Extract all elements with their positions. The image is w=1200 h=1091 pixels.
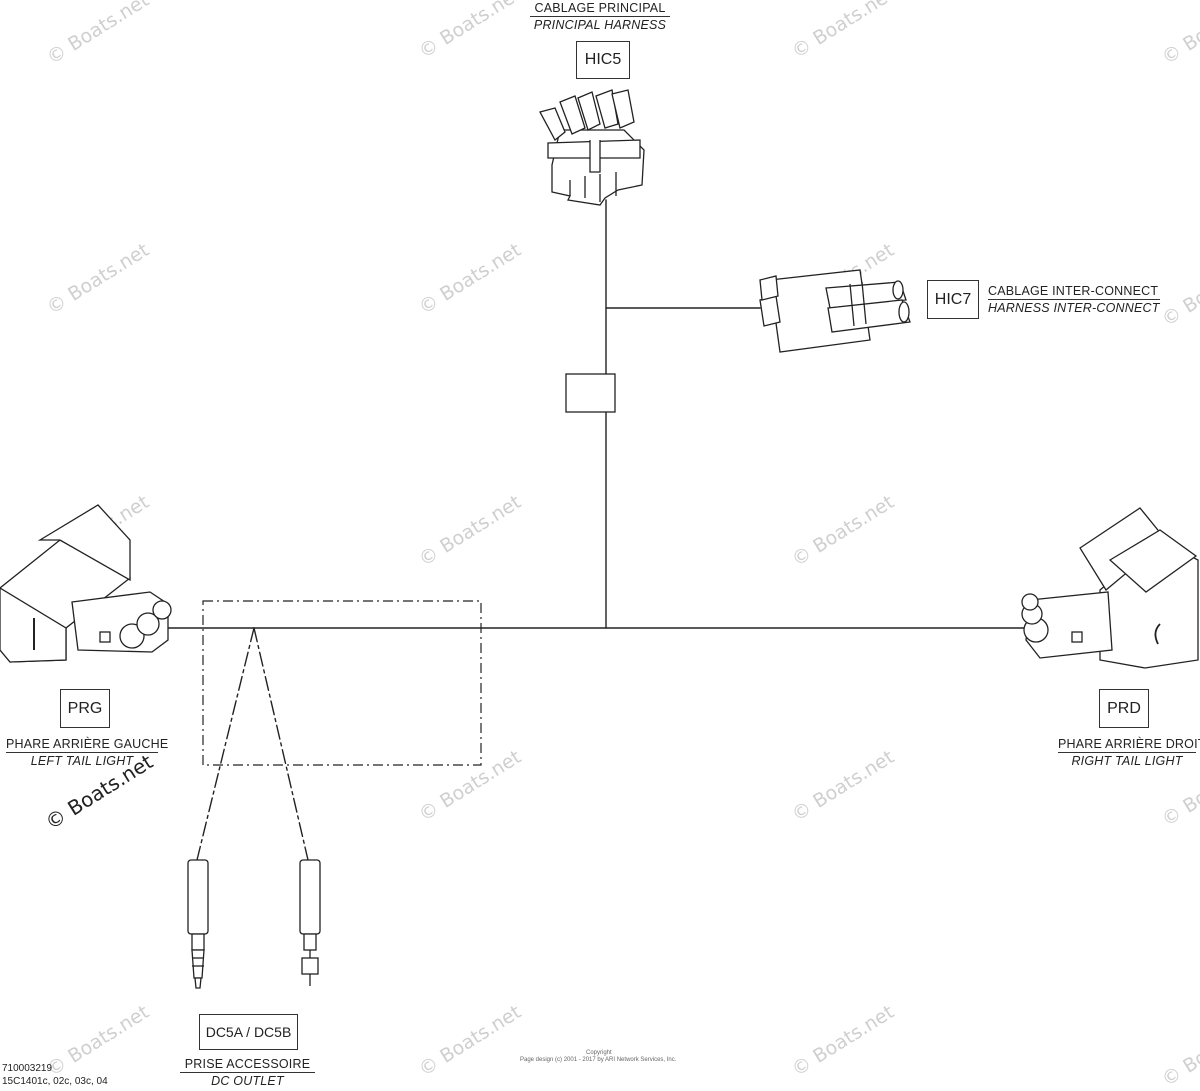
dc5-en-label: DC OUTLET (211, 1074, 284, 1088)
dc5b-pin-icon (299, 859, 321, 986)
reference-number: 710003219 (2, 1063, 53, 1074)
prd-en-label: RIGHT TAIL LIGHT (1071, 754, 1183, 768)
prg-en-label: LEFT TAIL LIGHT (30, 754, 134, 768)
hic7-label: CABLAGE INTER-CONNECT HARNESS INTER-CONN… (988, 283, 1160, 316)
copyright-line-2: Page design (c) 2001 - 2017 by ARI Netwo… (520, 1057, 677, 1063)
accessory-region (202, 600, 482, 766)
dc5-fr-label: PRISE ACCESSOIRE (180, 1056, 315, 1073)
hic5-code-box: HIC5 (576, 41, 630, 79)
hic7-fr-label: CABLAGE INTER-CONNECT (988, 284, 1160, 300)
prg-label: PHARE ARRIÈRE GAUCHE LEFT TAIL LIGHT (6, 736, 169, 769)
dc5a-wire (196, 627, 255, 861)
prg-code-box: PRG (60, 689, 110, 728)
splice-box (565, 373, 616, 413)
prg-connector-icon (0, 504, 172, 663)
hic7-en-label: HARNESS INTER-CONNECT (988, 301, 1160, 315)
dc5-label: PRISE ACCESSOIRE DC OUTLET (180, 1056, 315, 1089)
dc5a-pin-icon (187, 859, 209, 989)
hic7-connector-icon (759, 269, 911, 353)
hic5-label: CABLAGE PRINCIPAL PRINCIPAL HARNESS (530, 0, 670, 33)
hic5-fr-label: CABLAGE PRINCIPAL (530, 0, 670, 17)
hic5-connector-icon (539, 89, 645, 206)
hic5-en-label: PRINCIPAL HARNESS (533, 18, 667, 32)
reference-models: 15C1401c, 02c, 03c, 04 (2, 1076, 108, 1087)
prd-fr-label: PHARE ARRIÈRE DROIT (1058, 737, 1200, 753)
dc5b-wire (253, 627, 309, 861)
prg-fr-label: PHARE ARRIÈRE GAUCHE (6, 737, 169, 753)
copyright-line-1: Copyright (586, 1050, 612, 1056)
prd-connector-icon (1021, 507, 1199, 669)
prd-label: PHARE ARRIÈRE DROIT RIGHT TAIL LIGHT (1058, 736, 1200, 769)
prd-code-box: PRD (1099, 689, 1149, 728)
dc5-code-box: DC5A / DC5B (199, 1014, 298, 1050)
hic7-code-box: HIC7 (927, 280, 979, 319)
